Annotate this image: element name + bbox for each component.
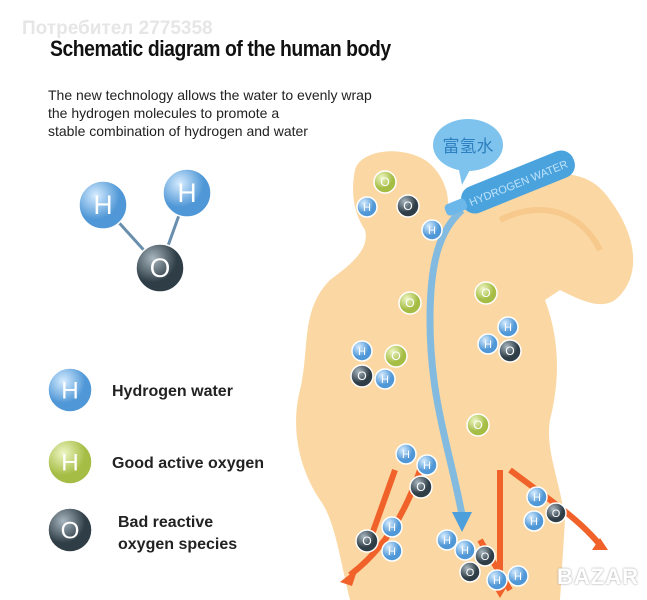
bazar-badge: BAZAR: [557, 564, 639, 589]
reactive-oxygen-atom: [409, 475, 433, 499]
atom-letter: O: [61, 517, 80, 544]
hydrogen-atom: [497, 316, 519, 338]
atom-letter: O: [391, 349, 400, 363]
atom-letter: H: [177, 178, 196, 208]
atom-letter: H: [443, 535, 451, 547]
atom-letter: H: [363, 202, 371, 214]
atom-letter: O: [505, 344, 514, 358]
active-oxygen-atom: [398, 291, 422, 315]
hydrogen-atom: [381, 516, 403, 538]
atom-letter: O: [150, 253, 171, 283]
atom-letter: H: [61, 377, 78, 404]
atom-letter: H: [530, 516, 538, 528]
hydrogen-atom: [523, 510, 545, 532]
hydrogen-atom: [374, 368, 396, 390]
hydrogen-atom: [78, 180, 128, 230]
atom-letter: H: [514, 571, 522, 583]
hydrogen-atom: [381, 540, 403, 562]
reactive-oxygen-atom: [47, 507, 93, 553]
reactive-oxygen-atom: [474, 545, 496, 567]
legend-line: oxygen species: [118, 536, 238, 553]
atom-letter: H: [423, 460, 431, 472]
legend-hydrogen-water: Hydrogen water: [112, 383, 233, 400]
reactive-oxygen-atom: [355, 529, 379, 553]
atom-letter: H: [461, 545, 469, 557]
reactive-oxygen-atom: [459, 561, 481, 583]
atom-letter: O: [403, 199, 412, 213]
atom-letter: H: [504, 322, 512, 334]
atom-letter: O: [416, 480, 425, 494]
atom-letter: H: [388, 522, 396, 534]
hydrogen-atom: [356, 196, 378, 218]
water-arrowhead: [452, 512, 472, 532]
description: The new technology allows the water to e…: [48, 86, 372, 140]
atom-letter: H: [533, 492, 541, 504]
atom-letter: H: [402, 449, 410, 461]
hydrogen-atom: [526, 486, 548, 508]
active-oxygen-atom: [47, 439, 93, 485]
arm-shadow: [498, 207, 603, 252]
hydrogen-atom: [395, 443, 417, 465]
hydrogen-atom: [351, 340, 373, 362]
reactive-oxygen-atom: [545, 502, 567, 524]
legend-line: Bad reactive: [118, 514, 214, 531]
hydrogen-atom: [436, 529, 458, 551]
reactive-oxygen-atom: [396, 194, 420, 218]
description-line: the hydrogen molecules to promote a: [48, 105, 280, 121]
hydrogen-atom: [47, 367, 93, 413]
description-line: stable combination of hydrogen and water: [48, 123, 308, 139]
atom-letter: O: [380, 175, 389, 189]
atom-letter: H: [93, 190, 112, 220]
legend-bad-oxygen: Bad reactive oxygen species: [118, 512, 237, 556]
active-oxygen-atom: [384, 344, 408, 368]
reactive-oxygen-atom: [350, 364, 374, 388]
atom-letter: H: [381, 374, 389, 386]
atom-letter: H: [388, 546, 396, 558]
atom-letter: O: [481, 286, 490, 300]
speech-bubble: 富氢水: [433, 119, 503, 185]
hydrogen-atom: [477, 333, 499, 355]
atom-letter: O: [405, 296, 414, 310]
description-line: The new technology allows the water to e…: [48, 87, 372, 103]
atom-letter: H: [61, 449, 78, 476]
reactive-oxygen-atom: [498, 339, 522, 363]
atom-letter: O: [357, 369, 366, 383]
atom-letter: H: [358, 346, 366, 358]
watermark: Потребител 2775358: [22, 18, 213, 39]
hydrogen-atom: [486, 569, 508, 591]
legend-good-oxygen: Good active oxygen: [112, 455, 265, 472]
active-oxygen-atom: [373, 170, 397, 194]
reactive-oxygen-atom: [135, 243, 185, 293]
hydrogen-atom: [507, 565, 529, 587]
water-flow: [426, 207, 466, 516]
atom-letter: H: [493, 575, 501, 587]
atom-letter: O: [362, 534, 371, 548]
active-oxygen-atom: [474, 281, 498, 305]
atom-letter: H: [428, 225, 436, 237]
atom-letter: O: [481, 551, 490, 563]
hydrogen-atom: [454, 539, 476, 561]
atom-letter: O: [473, 418, 482, 432]
human-silhouette: [296, 151, 634, 600]
atom-letter: O: [552, 508, 561, 520]
atom-letter: O: [466, 567, 475, 579]
active-oxygen-atom: [466, 413, 490, 437]
hydrogen-atom: [416, 454, 438, 476]
atom-letter: H: [484, 339, 492, 351]
hydrogen-atom: [421, 219, 443, 241]
page-title: Schematic diagram of the human body: [50, 36, 391, 61]
bubble-text: 富氢水: [443, 137, 494, 156]
hydrogen-atom: [162, 168, 212, 218]
